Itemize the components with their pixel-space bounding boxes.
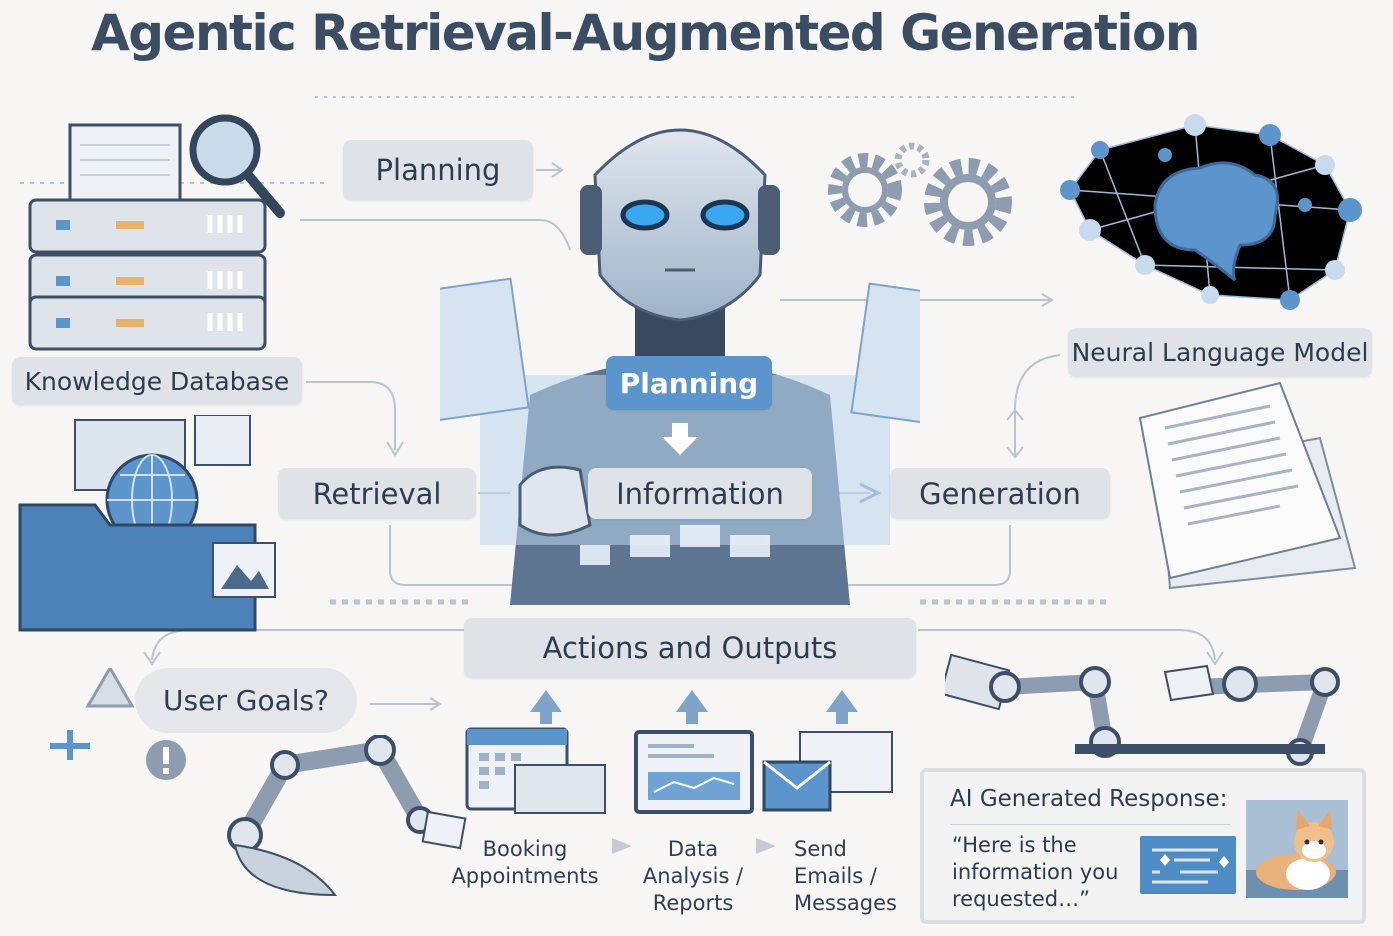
retrieval-node: Retrieval — [278, 468, 476, 519]
action-send-emails-label: Send Emails / Messages — [794, 836, 904, 917]
action-line: Analysis / Reports — [642, 864, 744, 915]
ai-response-heading: AI Generated Response: — [950, 786, 1228, 812]
ai-response-card: AI Generated Response: “Here is the info… — [920, 768, 1366, 924]
action-booking-label: Booking Appointments — [440, 836, 610, 890]
action-line: Appointments — [451, 864, 599, 888]
kitten-image — [1246, 800, 1348, 898]
planning-center-node: Planning — [606, 356, 772, 410]
action-data-analysis-label: Data Analysis / Reports — [604, 836, 782, 917]
action-line: Messages — [794, 891, 897, 915]
server-stack-icon — [28, 114, 285, 351]
action-line: Data — [667, 837, 719, 861]
ai-response-quote: “Here is the information you requested…” — [952, 833, 1119, 911]
robot-arm-right-icon — [945, 653, 1340, 766]
alert-icon — [146, 740, 186, 780]
warning-icon — [50, 668, 135, 760]
knowledge-database-node: Knowledge Database — [12, 357, 302, 405]
action-line: Booking — [482, 837, 568, 861]
action-line: Send — [794, 837, 847, 861]
analytics-screen-icon — [634, 730, 754, 814]
robot-arm-left-icon — [227, 735, 467, 897]
generation-node: Generation — [890, 468, 1110, 519]
brain-network-icon — [1060, 114, 1362, 310]
gears-icon — [828, 142, 1012, 246]
document-stack-icon — [1138, 381, 1357, 590]
planning-node: Planning — [343, 140, 533, 200]
information-node: Information — [588, 468, 812, 519]
email-icon — [762, 731, 893, 812]
page-title: Agentic Retrieval-Augmented Generation — [91, 4, 1200, 62]
text-summary-icon — [1140, 836, 1236, 894]
calendar-icon — [465, 727, 606, 814]
folder-globe-icon — [18, 415, 276, 632]
neural-language-model-node: Neural Language Model — [1068, 328, 1372, 377]
actions-outputs-node: Actions and Outputs — [464, 618, 916, 678]
user-goals-bubble: User Goals? — [135, 668, 357, 733]
action-line: Emails / — [794, 864, 877, 888]
divider — [950, 824, 1230, 825]
